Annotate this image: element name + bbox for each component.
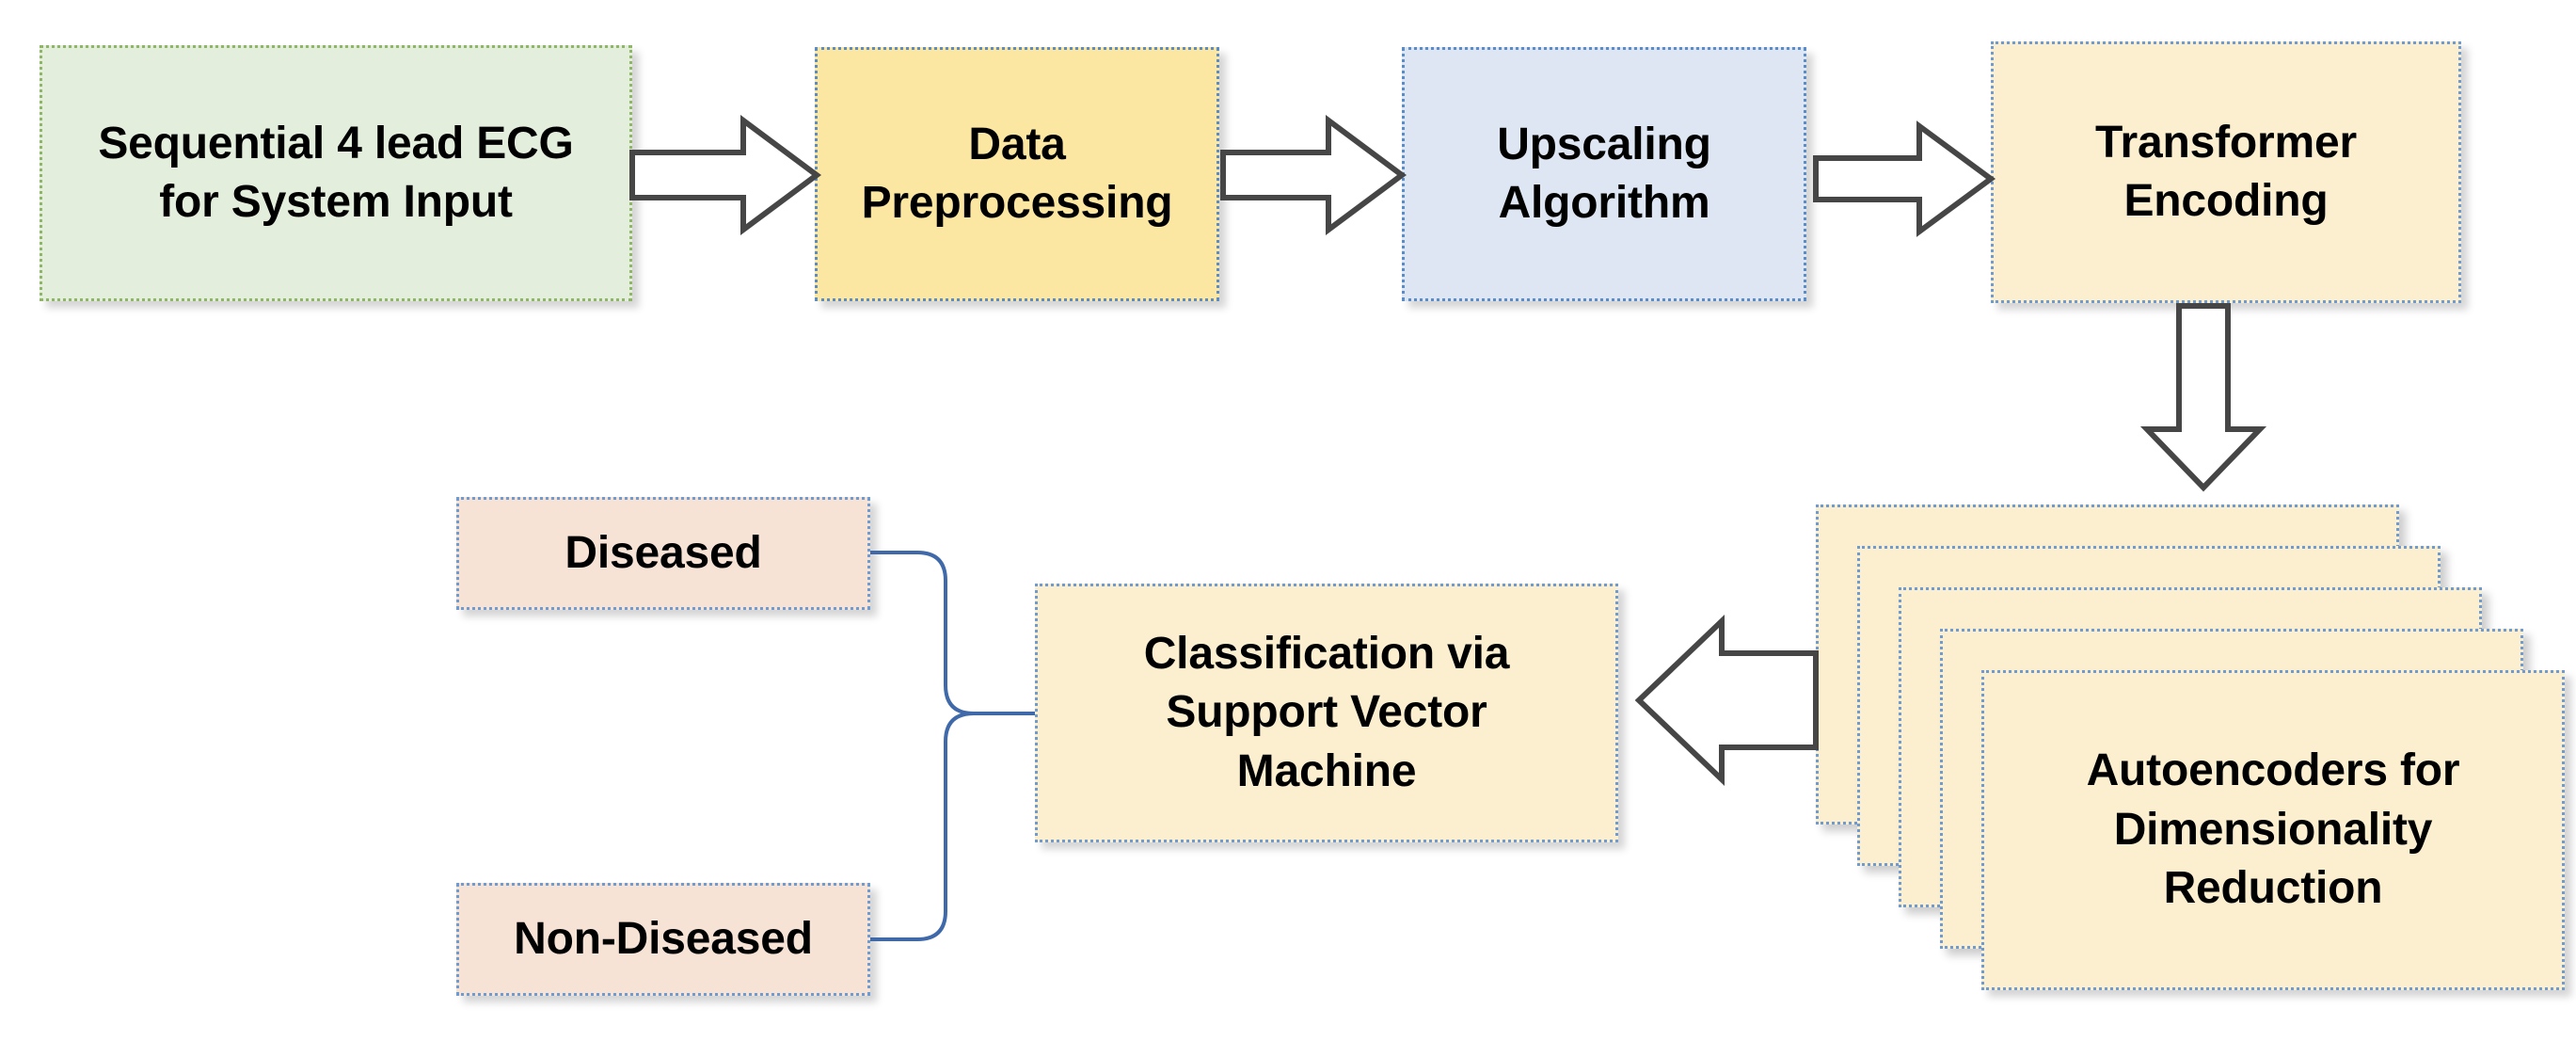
node-autoencoders[interactable]: Autoencoders for Dimensionality Reductio… <box>1981 670 2565 990</box>
node-data-preprocessing[interactable]: Data Preprocessing <box>815 47 1219 301</box>
arrow-transformer-to-autoencoders <box>2139 303 2267 492</box>
arrow-autoencoders-to-classification <box>1634 614 1819 787</box>
node-autoencoders-label: Autoencoders for Dimensionality Reductio… <box>2086 745 2460 914</box>
node-non-diseased[interactable]: Non-Diseased <box>456 883 870 996</box>
arrow-preprocessing-to-upscaling <box>1220 115 1407 235</box>
connector-classification-to-outcomes <box>870 551 1035 941</box>
node-input-ecg-label: Sequential 4 lead ECG for System Input <box>98 118 574 227</box>
node-diseased-label: Diseased <box>564 527 762 578</box>
node-upscaling-algorithm-label: Upscaling Algorithm <box>1497 119 1711 228</box>
arrow-upscaling-to-transformer <box>1813 120 1996 237</box>
node-transformer-encoding-label: Transformer Encoding <box>2095 117 2357 226</box>
node-data-preprocessing-label: Data Preprocessing <box>861 119 1173 228</box>
node-upscaling-algorithm[interactable]: Upscaling Algorithm <box>1402 47 1806 301</box>
node-diseased[interactable]: Diseased <box>456 497 870 610</box>
node-classification-svm-label: Classification via Support Vector Machin… <box>1143 628 1510 796</box>
arrow-input-to-preprocessing <box>629 115 822 235</box>
node-transformer-encoding[interactable]: Transformer Encoding <box>1991 41 2461 303</box>
node-non-diseased-label: Non-Diseased <box>514 913 813 964</box>
node-input-ecg[interactable]: Sequential 4 lead ECG for System Input <box>40 45 632 301</box>
node-classification-svm[interactable]: Classification via Support Vector Machin… <box>1035 584 1618 842</box>
